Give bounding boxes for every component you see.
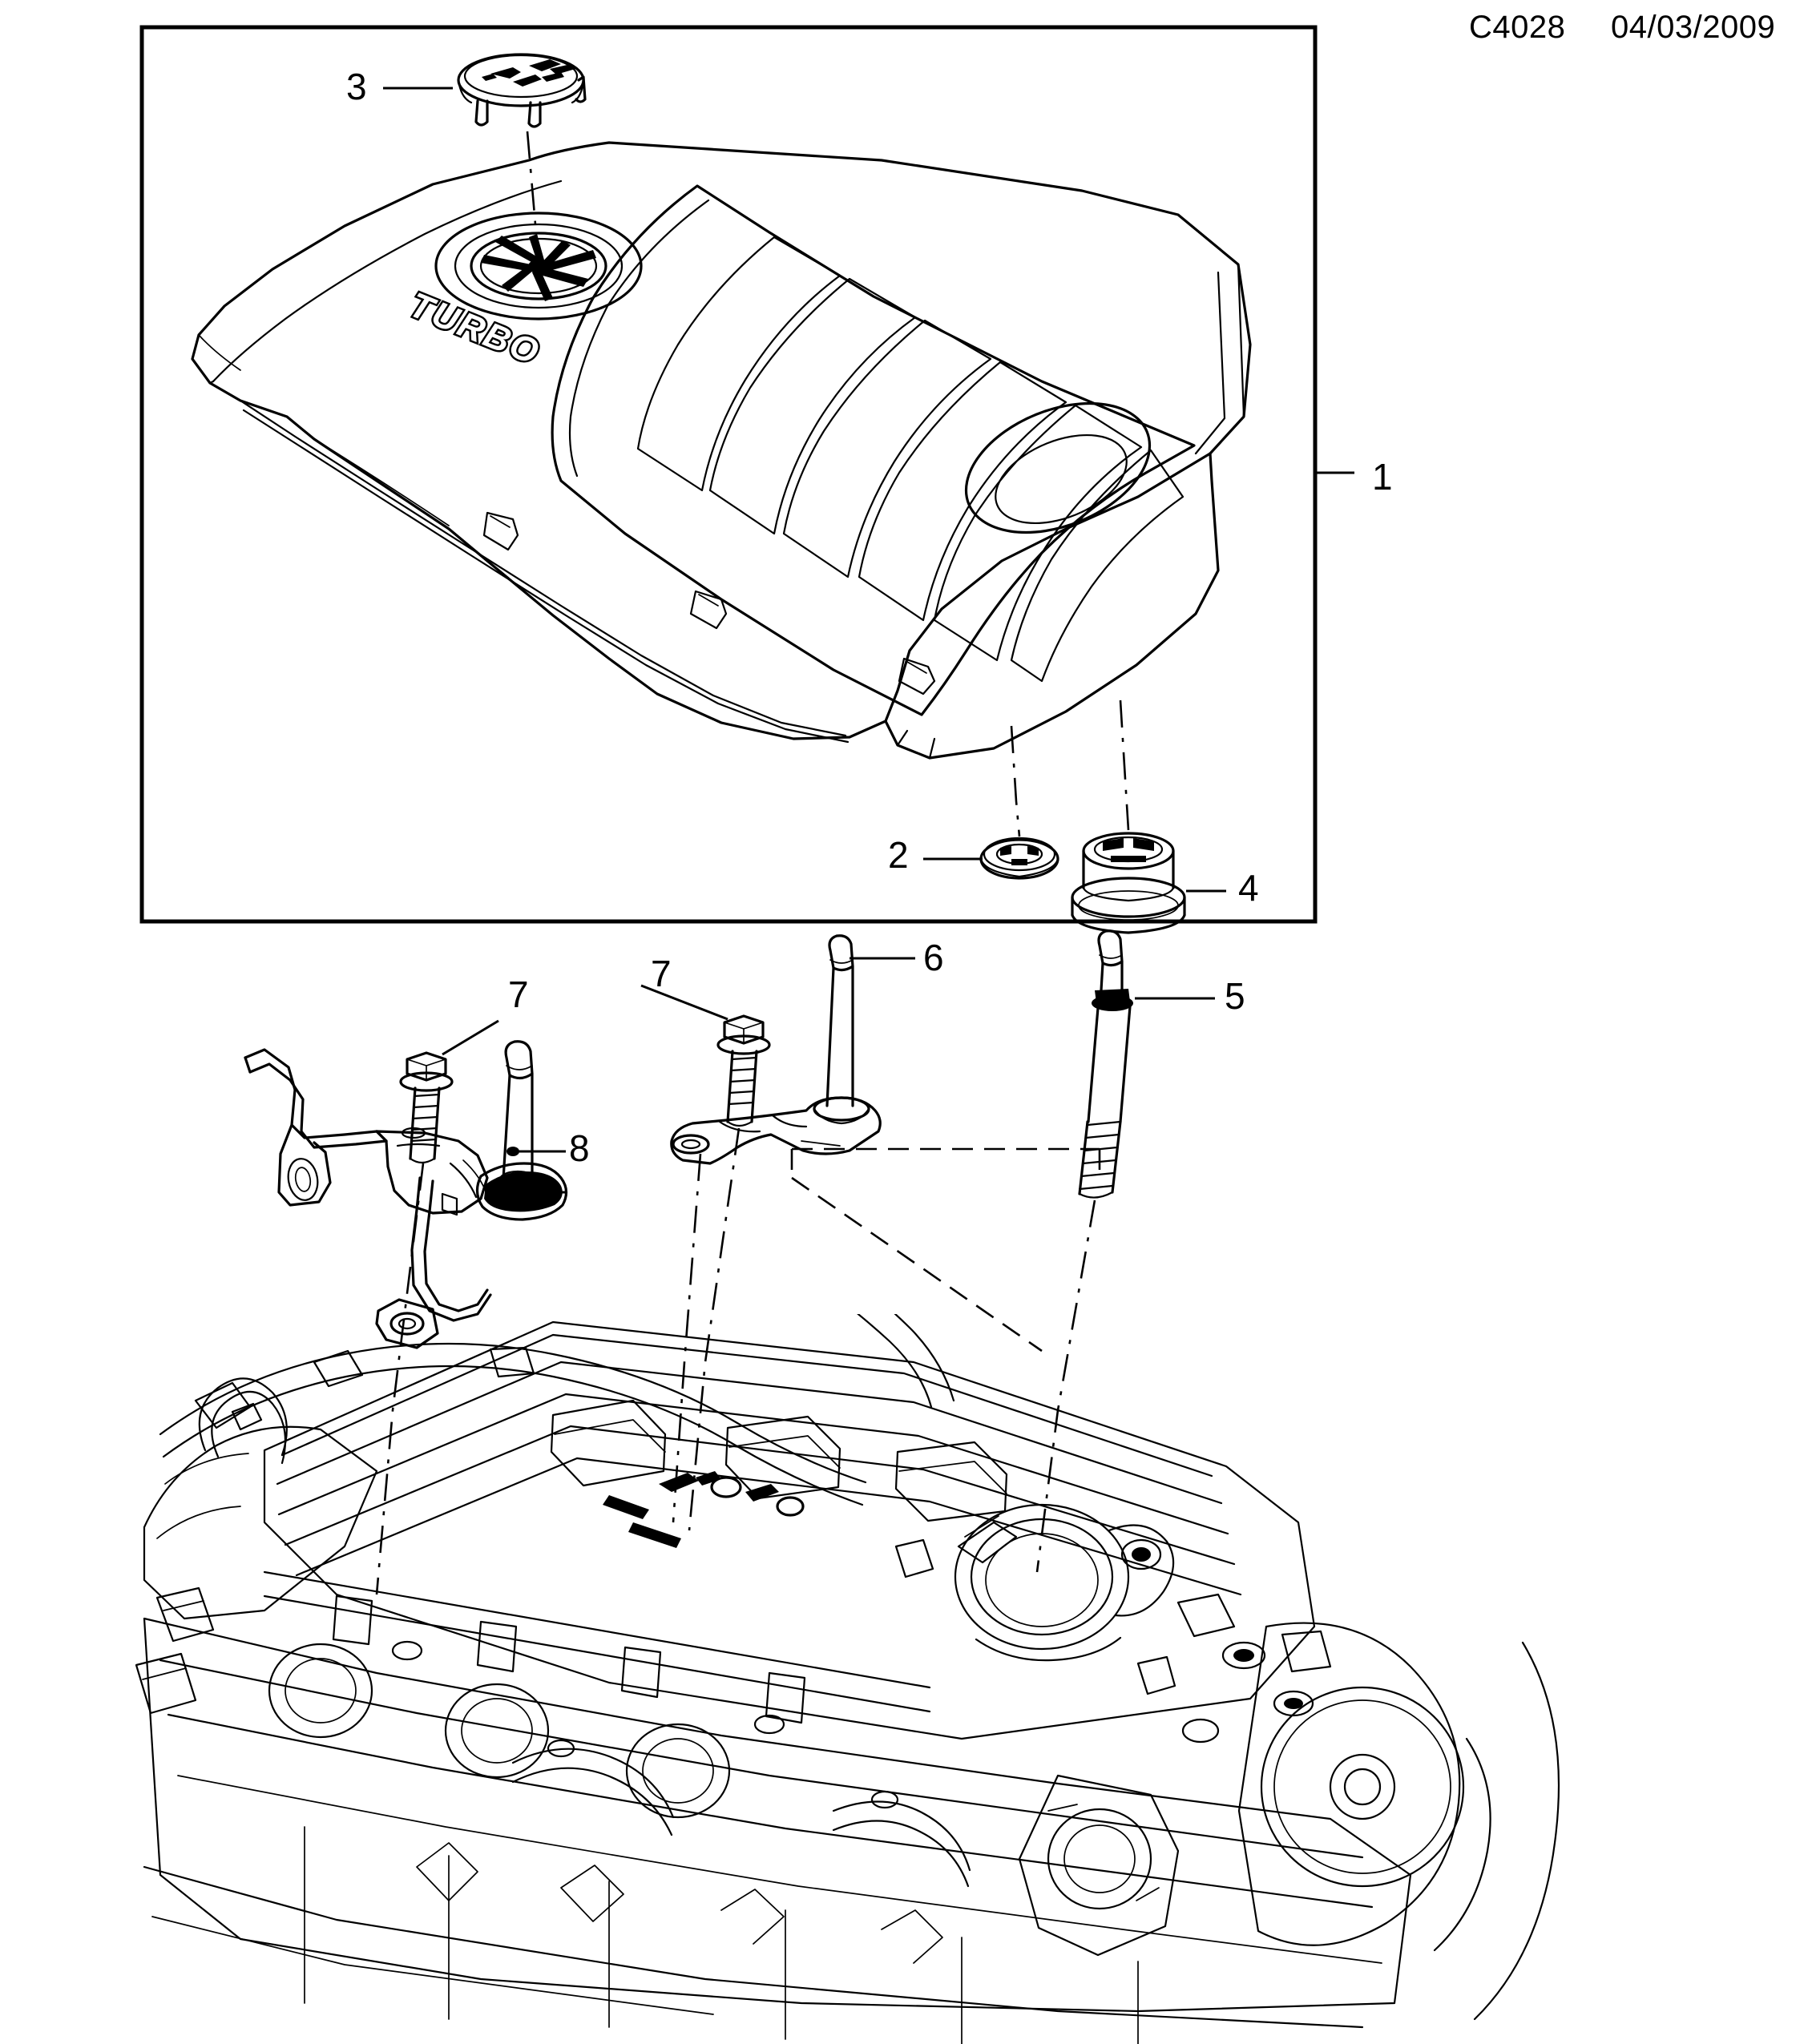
callout-5: 5 xyxy=(1225,975,1245,1017)
callout-3: 3 xyxy=(346,66,367,107)
drawing-date: 04/03/2009 xyxy=(1611,10,1776,45)
callout-6: 6 xyxy=(923,937,944,978)
cover-mount-alignment-lines xyxy=(1010,699,1130,837)
cover-clip-tabs xyxy=(482,511,936,695)
callout-8: 8 xyxy=(569,1127,590,1169)
wiring-harness-bracket xyxy=(244,1040,568,1349)
engine-cover-assembly: TURBO TURBO xyxy=(191,141,1252,760)
head-studs xyxy=(391,1538,1176,1735)
front-cover-pulley xyxy=(1237,1622,1491,1952)
engine-cast-text xyxy=(603,1471,805,1548)
callout-7-left: 7 xyxy=(508,974,529,1015)
block-ribs xyxy=(304,1826,1139,2044)
callout-1: 1 xyxy=(1372,456,1393,498)
engine-assembly-illustration xyxy=(135,1314,1560,2044)
right-side-bosses xyxy=(1176,1593,1332,1744)
intake-manifold xyxy=(143,1377,378,1620)
plug-wells xyxy=(268,1643,731,1819)
cover-mounting-stud-long xyxy=(1035,929,1215,1573)
callout-8-leader xyxy=(506,1147,561,1156)
cover-mount-grommet xyxy=(1071,832,1226,934)
bracket-with-stud xyxy=(670,934,915,1523)
engine-datum-outline xyxy=(790,1147,1101,1353)
callout-2: 2 xyxy=(888,834,909,876)
fuel-rail xyxy=(263,1570,931,1724)
harness-connectors xyxy=(194,1346,535,1429)
left-sensor-cluster xyxy=(135,1586,215,1715)
accessory-housing xyxy=(1018,1774,1180,1957)
bracket-bolt-left xyxy=(375,1019,499,1595)
cover-ribs xyxy=(636,236,1185,683)
callout-7-center: 7 xyxy=(651,953,672,994)
drawing-code: C4028 xyxy=(1469,10,1566,45)
lower-hoses xyxy=(511,1739,971,1888)
cover-emblem-cap xyxy=(457,53,587,128)
throttle-body xyxy=(954,1503,1175,1662)
turbine-emblem xyxy=(481,234,596,301)
inset-detail-box xyxy=(139,25,1318,924)
ignition-coil-packs xyxy=(550,1399,1008,1522)
retaining-washer-clip xyxy=(923,837,1059,880)
bracket-bolt-center xyxy=(640,984,771,1531)
callout-4: 4 xyxy=(1238,867,1259,909)
